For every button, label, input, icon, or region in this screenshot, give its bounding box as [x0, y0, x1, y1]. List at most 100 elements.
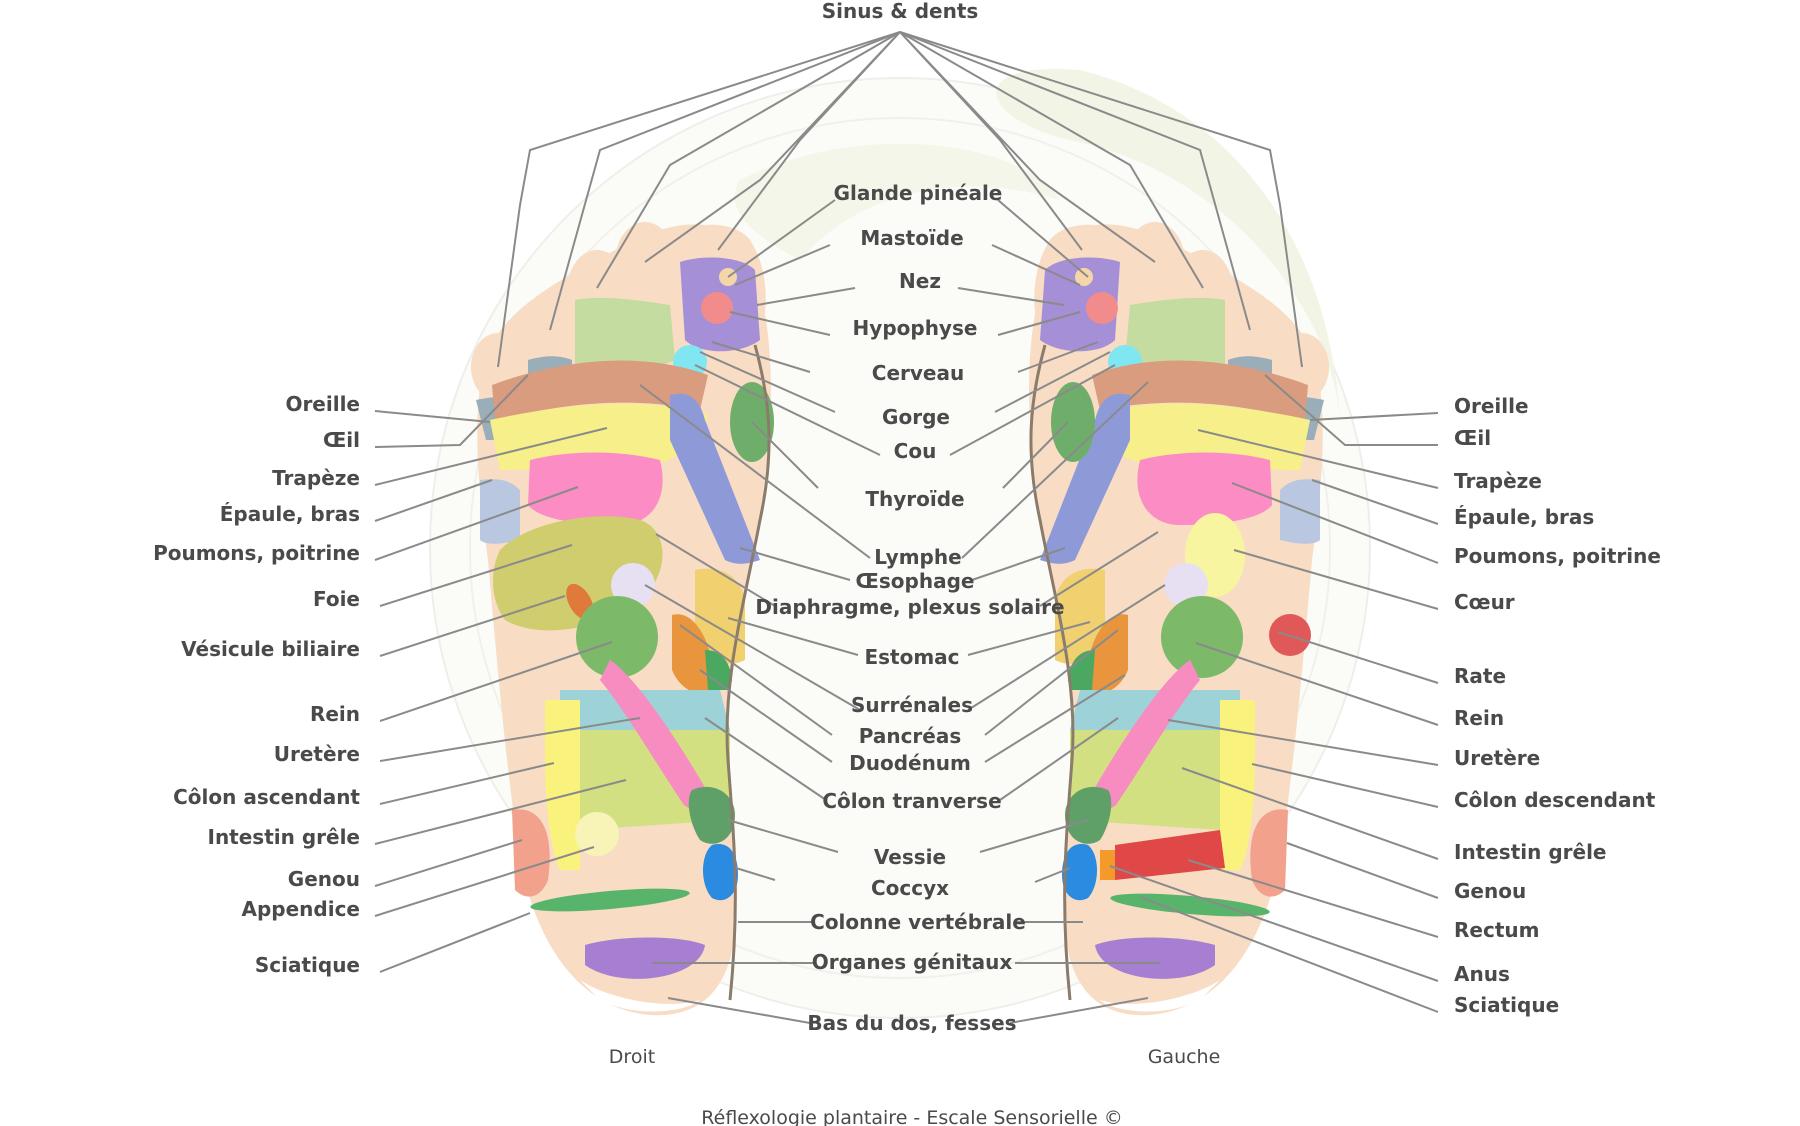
leader-line: [999, 717, 1119, 801]
label-mastoid: Mastoïde: [860, 226, 963, 250]
label-appendix: Appendice: [241, 897, 360, 921]
zone-shoulder-right: [490, 403, 708, 470]
zone-lymph-left: [1040, 393, 1130, 564]
leader-line: [667, 997, 811, 1024]
label-knee-right: Genou: [288, 867, 360, 891]
leader-line: [997, 311, 1081, 336]
label-gallbladder: Vésicule biliaire: [181, 637, 360, 661]
zone-coccyx-left: [1062, 844, 1097, 901]
zone-duodenum-left: [1068, 650, 1095, 690]
zone-knee-right: [512, 809, 550, 897]
leader-line: [374, 479, 493, 522]
left-foot: [1029, 222, 1329, 1016]
leader-line: [694, 364, 881, 456]
leader-line: [699, 351, 836, 413]
leader-line: [711, 341, 811, 373]
leader-line: [967, 621, 1091, 656]
label-spleen: Rate: [1454, 664, 1506, 688]
zone-ureter-left: [1088, 660, 1200, 810]
leader-line: [739, 547, 851, 581]
leader-line: [997, 199, 1089, 278]
leader-line: [735, 867, 776, 881]
zone-stomach-left: [1055, 568, 1105, 664]
label-sinus-teeth: Sinus & dents: [822, 0, 979, 23]
left-foot-labels: Oreille Œil Trapèze Épaule, bras Poumons…: [1454, 394, 1661, 1017]
leader-line: [1251, 763, 1439, 808]
label-transverse-colon: Côlon tranverse: [822, 789, 1001, 813]
zone-sciatic-left: [1110, 893, 1270, 917]
label-small-intestine-left: Intestin grêle: [1454, 840, 1607, 864]
zone-adrenal-right: [611, 563, 655, 607]
zone-bladder-right: [688, 786, 735, 844]
spine-line-left: [1029, 344, 1075, 1001]
label-lymph: Lymphe: [874, 545, 961, 569]
leader-line: [967, 584, 1166, 711]
label-lungs-right: Poumons, poitrine: [153, 541, 360, 565]
leader-line: [374, 374, 529, 448]
leader-line: [699, 669, 833, 763]
label-liver: Foie: [313, 587, 360, 611]
leader-line: [991, 244, 1081, 286]
zone-pineal-left: [1075, 268, 1093, 286]
leader-line: [1017, 341, 1099, 373]
leader-line: [1002, 421, 1069, 489]
label-shoulder-arm-right: Épaule, bras: [220, 502, 360, 526]
leader-line: [957, 287, 1065, 306]
leader-line: [1039, 531, 1159, 607]
leader-line: [971, 547, 1066, 581]
label-ascending-colon: Côlon ascendant: [173, 785, 360, 809]
label-throat: Gorge: [882, 405, 950, 429]
leader-line: [751, 421, 819, 489]
leader-line: [374, 427, 608, 486]
label-duodenum: Duodénum: [849, 751, 971, 775]
right-foot-labels: Oreille Œil Trapèze Épaule, bras Poumons…: [153, 392, 360, 977]
zone-sinus-right: [575, 297, 675, 372]
leader-line: [979, 819, 1089, 853]
leader-line: [727, 617, 859, 656]
label-esophagus: Œsophage: [856, 569, 975, 593]
leader-line: [1311, 479, 1439, 525]
leader-line: [639, 384, 871, 559]
label-lower-back: Bas du dos, fesses: [807, 1011, 1016, 1035]
label-knee-left: Genou: [1454, 879, 1526, 903]
label-pineal-gland: Glande pinéale: [834, 181, 1003, 205]
leader-line: [374, 410, 491, 423]
label-right-foot: Droit: [609, 1046, 655, 1068]
label-eye-left: Œil: [1454, 426, 1491, 450]
zone-trapezius-left: [1092, 360, 1308, 420]
leader-line: [549, 31, 901, 331]
leader-line: [379, 641, 613, 722]
label-sciatic-left: Sciatique: [1454, 993, 1559, 1017]
label-small-intestine-right: Intestin grêle: [208, 825, 361, 849]
leader-line: [899, 31, 1251, 331]
zone-duodenum-right: [705, 650, 732, 690]
zone-lower-back-left: [1100, 980, 1220, 1012]
leader-line: [596, 31, 901, 289]
label-pituitary: Hypophyse: [853, 316, 978, 340]
right-foot: [471, 222, 774, 1016]
leader-line: [899, 31, 1303, 368]
zone-trapezius-right: [492, 360, 708, 420]
leader-line: [374, 839, 523, 887]
label-rectum: Rectum: [1454, 918, 1539, 942]
label-pancreas: Pancréas: [859, 724, 962, 748]
zone-stomach-right: [695, 568, 745, 664]
label-stomach: Estomac: [864, 645, 959, 669]
leader-line: [756, 287, 856, 306]
leader-line: [374, 779, 627, 845]
label-heart: Cœur: [1454, 590, 1515, 614]
label-left-foot: Gauche: [1148, 1046, 1221, 1068]
leader-line: [899, 31, 1204, 289]
label-sciatic-right: Sciatique: [255, 953, 360, 977]
label-spine: Colonne vertébrale: [810, 910, 1026, 934]
leader-line: [1034, 867, 1071, 883]
leader-line: [1231, 482, 1439, 564]
leader-line: [1009, 997, 1149, 1024]
leader-line: [1233, 549, 1439, 610]
leader-line: [1181, 767, 1439, 860]
leader-line: [379, 717, 641, 762]
leader-line: [679, 624, 833, 736]
label-anus: Anus: [1454, 962, 1510, 986]
zone-arm-left: [1280, 479, 1320, 544]
